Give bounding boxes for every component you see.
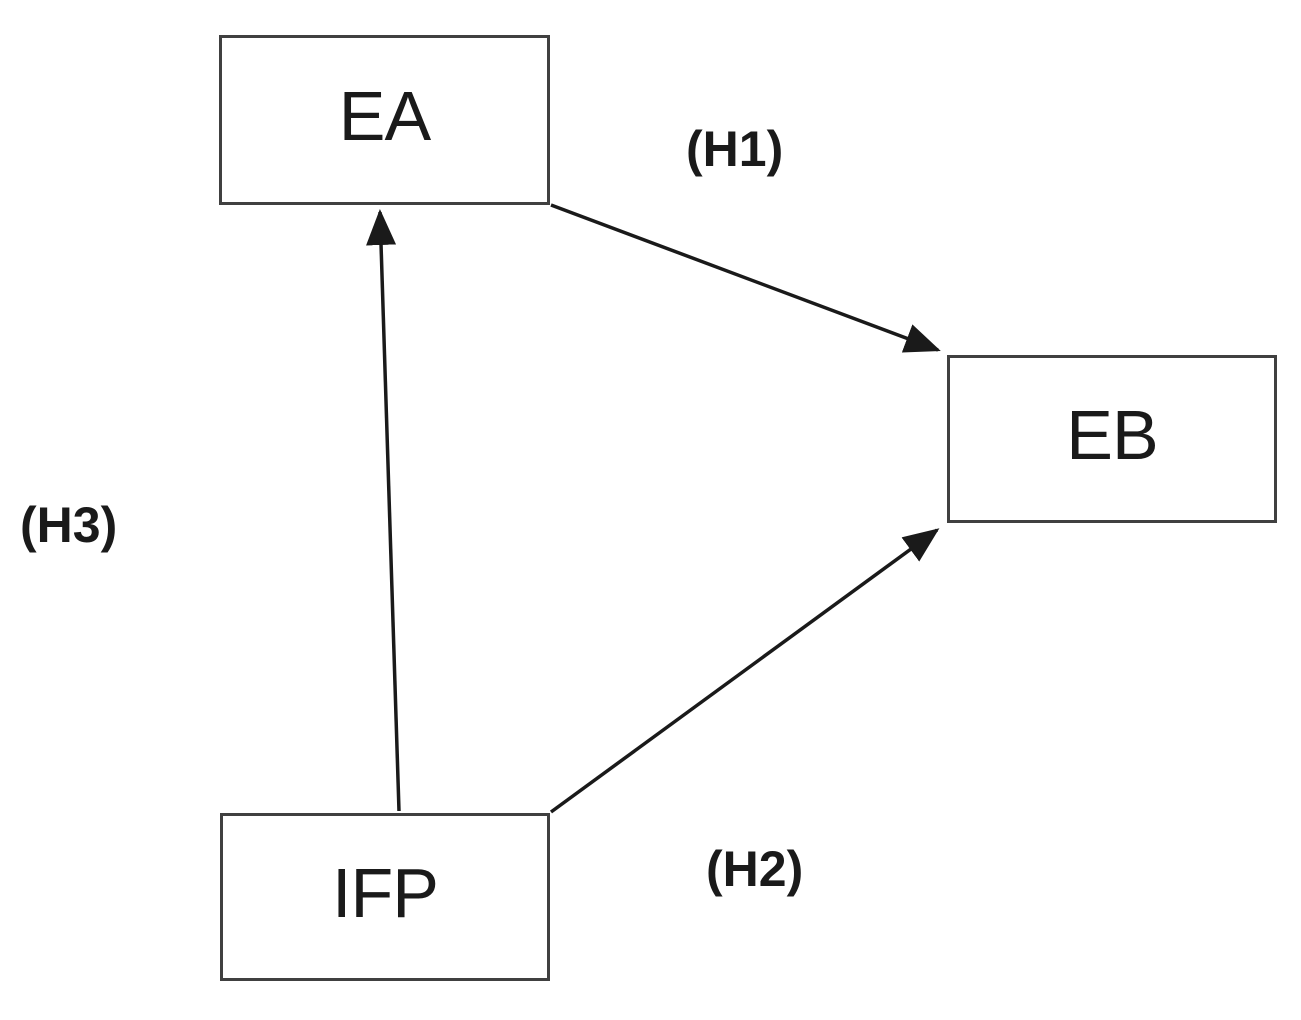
node-ifp-label: IFP: [332, 854, 439, 932]
edge-label-h1: (H1): [686, 121, 784, 177]
edge-label-h3: (H3): [20, 497, 118, 553]
arrow-h3-ifp-to-ea: [366, 209, 401, 812]
node-eb-label: EB: [1066, 396, 1158, 474]
node-ea-label: EA: [338, 77, 431, 155]
node-eb: EB: [947, 355, 1277, 523]
node-ifp: IFP: [220, 813, 550, 981]
node-ea: EA: [219, 35, 550, 205]
edge-label-h2: (H2): [706, 841, 804, 897]
arrow-h2-ifp-to-eb: [549, 528, 940, 814]
arrow-h1-ea-to-eb: [550, 203, 941, 353]
